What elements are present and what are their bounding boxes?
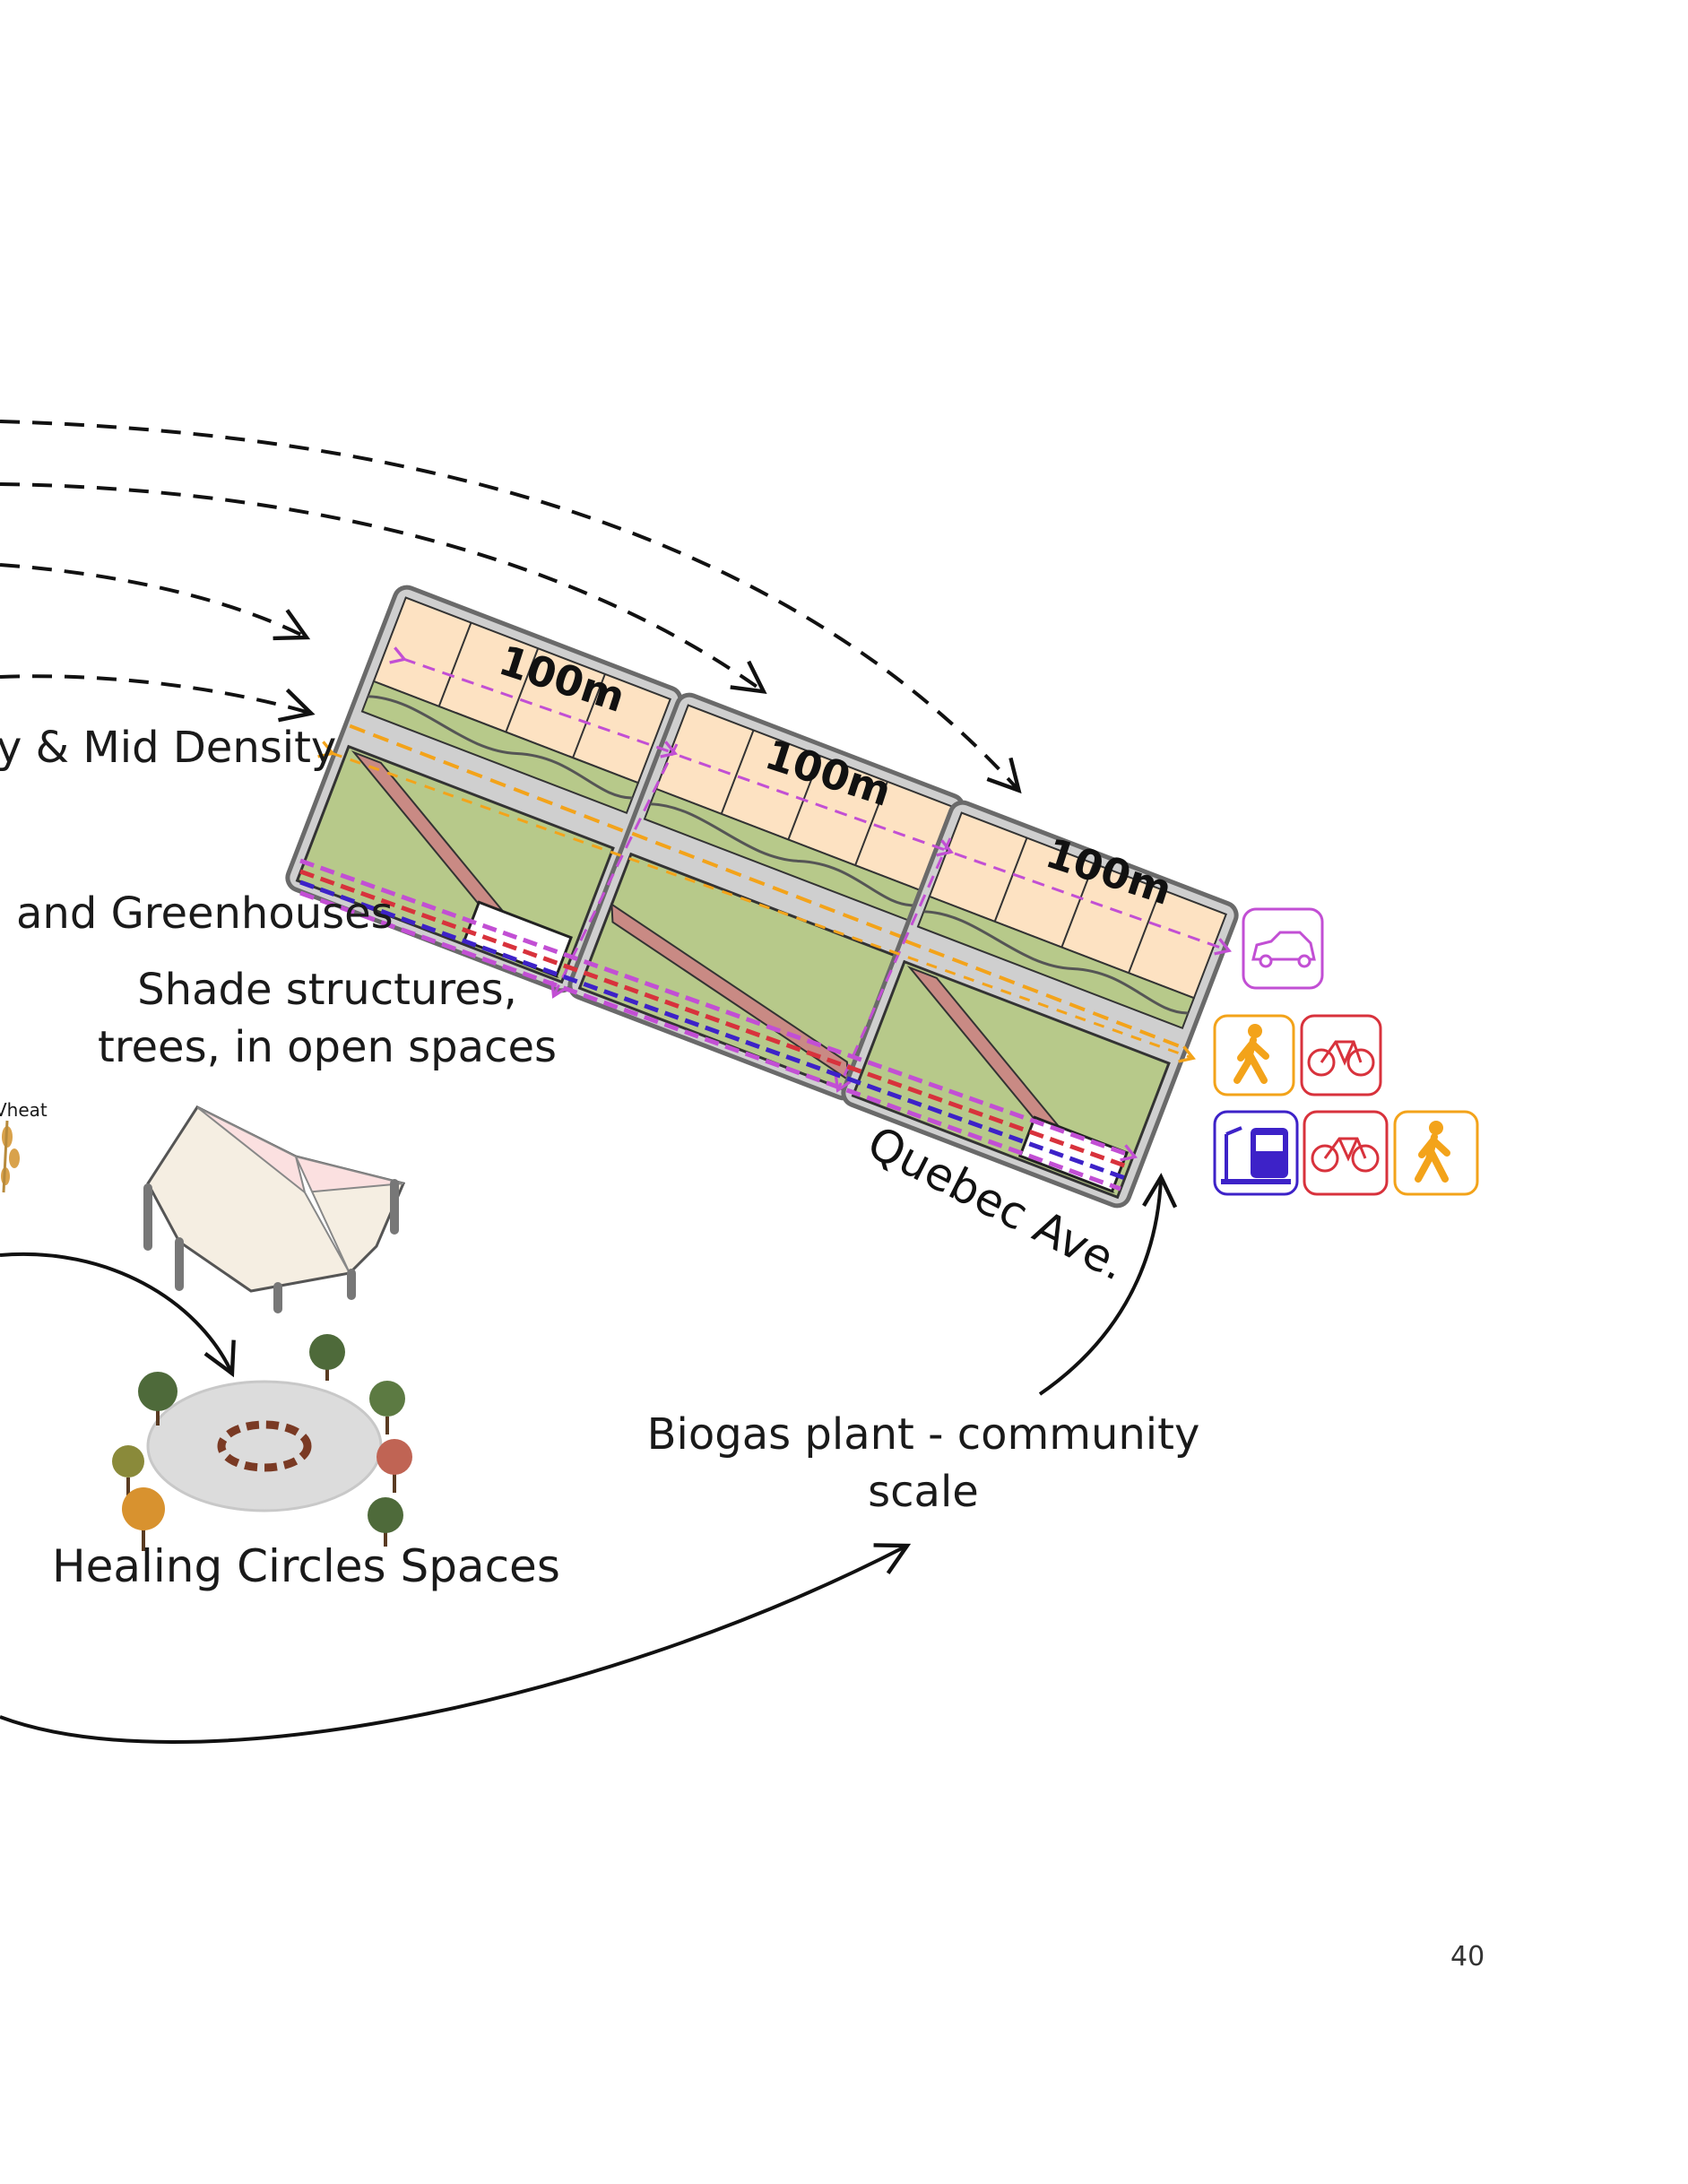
biogas-label-line-2: scale (868, 1467, 979, 1517)
bike-icon (1303, 1110, 1389, 1196)
bike-icon (1300, 1014, 1382, 1096)
arc-1 (0, 420, 1022, 794)
shade-label: Shade structures, trees, in open spaces (85, 961, 569, 1076)
density-label: y & Mid Density (0, 723, 337, 773)
biogas-label: Biogas plant - community scale (628, 1406, 1219, 1521)
pedestrian-path (317, 741, 1197, 1063)
arc-4 (0, 674, 316, 723)
greenhouses-label: and Greenhouses (16, 888, 394, 939)
transport-icons (1213, 907, 1479, 1196)
street-lanes (299, 858, 1138, 1192)
arc-biogas (1038, 1173, 1178, 1396)
healing-label: Healing Circles Spaces (52, 1540, 560, 1592)
wheat-label: Vheat (0, 1099, 48, 1121)
wheat-icon (1, 1120, 20, 1193)
walk-icon (1393, 1110, 1479, 1196)
shade-label-line-2: trees, in open spaces (98, 1022, 557, 1072)
biogas-label-line-1: Biogas plant - community (646, 1409, 1200, 1460)
healing-circle (112, 1334, 412, 1551)
arc-2 (0, 482, 767, 694)
solid-arcs (0, 1173, 1178, 1744)
shade-structure (143, 1105, 406, 1313)
trees (112, 1334, 412, 1551)
page-number: 40 (1450, 1941, 1485, 1972)
shade-label-line-1: Shade structures, (137, 965, 517, 1015)
car-icon (1242, 907, 1324, 990)
arc-bottom (0, 1543, 912, 1744)
bus-icon (1213, 1110, 1299, 1196)
arc-3 (0, 563, 311, 641)
arc-to-healing (0, 1252, 236, 1378)
dashed-arcs (0, 420, 1022, 794)
walk-icon (1213, 1014, 1295, 1096)
